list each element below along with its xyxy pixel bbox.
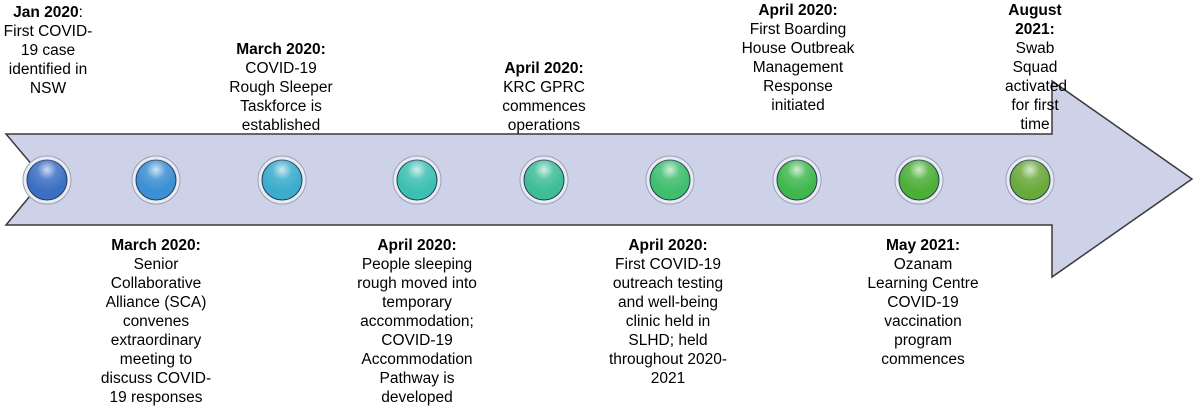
event-text: First COVID-19 case identified in NSW (3, 23, 93, 97)
node-gloss (264, 159, 300, 195)
event-text: People sleeping rough moved into tempora… (357, 256, 477, 406)
node-gloss (138, 159, 174, 195)
timeline-node-2 (131, 155, 181, 205)
event-april-2020-boarding-house: April 2020: First Boarding House Outbrea… (738, 1, 858, 115)
event-text: Senior Collaborative Alliance (SCA) conv… (100, 256, 212, 406)
event-may-2021-vaccination: May 2021: Ozanam Learning Centre COVID-1… (862, 236, 984, 369)
event-april-2020-outreach-clinic: April 2020: First COVID-19 outreach test… (603, 236, 733, 388)
event-text: First COVID-19 outreach testing and well… (608, 256, 728, 387)
event-august-2021-swab-squad: August 2021: Swab Squad activated for fi… (1005, 1, 1068, 134)
event-text: Swab Squad activated for first time (1005, 40, 1068, 133)
node-gloss (1012, 159, 1048, 195)
event-text: COVID-19 Rough Sleeper Taskforce is esta… (229, 60, 333, 134)
timeline-node-9 (1005, 155, 1055, 205)
event-date: April 2020: (758, 2, 838, 19)
event-text: Ozanam Learning Centre COVID-19 vaccinat… (867, 256, 979, 368)
timeline-node-3 (257, 155, 307, 205)
event-jan-2020-first-case: Jan 2020: First COVID-19 case identified… (0, 3, 96, 98)
node-gloss (526, 159, 562, 195)
event-date: April 2020: (628, 237, 708, 254)
timeline-node-1 (22, 155, 72, 205)
event-date: May 2021: (885, 237, 961, 254)
node-gloss (652, 159, 688, 195)
event-march-2020-taskforce: March 2020: COVID-19 Rough Sleeper Taskf… (222, 40, 340, 135)
timeline-node-6 (645, 155, 695, 205)
event-text: First Boarding House Outbreak Management… (741, 21, 855, 114)
event-date: April 2020: (504, 60, 584, 77)
event-april-2020-krc-gprc: April 2020: KRC GPRC commences operation… (490, 59, 598, 135)
timeline-node-5 (519, 155, 569, 205)
event-date: March 2020: (111, 237, 201, 254)
event-date: August 2021: (1008, 2, 1062, 38)
timeline-nodes (22, 155, 1055, 205)
event-date: March 2020: (236, 41, 326, 58)
timeline-node-8 (894, 155, 944, 205)
node-gloss (779, 159, 815, 195)
event-april-2020-accommodation: April 2020: People sleeping rough moved … (353, 236, 481, 407)
event-march-2020-sca: March 2020: Senior Collaborative Allianc… (100, 236, 212, 407)
node-gloss (29, 159, 65, 195)
timeline-node-7 (772, 155, 822, 205)
event-text: KRC GPRC commences operations (502, 79, 586, 134)
event-date: April 2020: (377, 237, 457, 254)
node-gloss (399, 159, 435, 195)
node-gloss (901, 159, 937, 195)
timeline-node-4 (392, 155, 442, 205)
event-date-suffix: : (78, 4, 83, 21)
event-date: Jan 2020 (13, 4, 79, 21)
